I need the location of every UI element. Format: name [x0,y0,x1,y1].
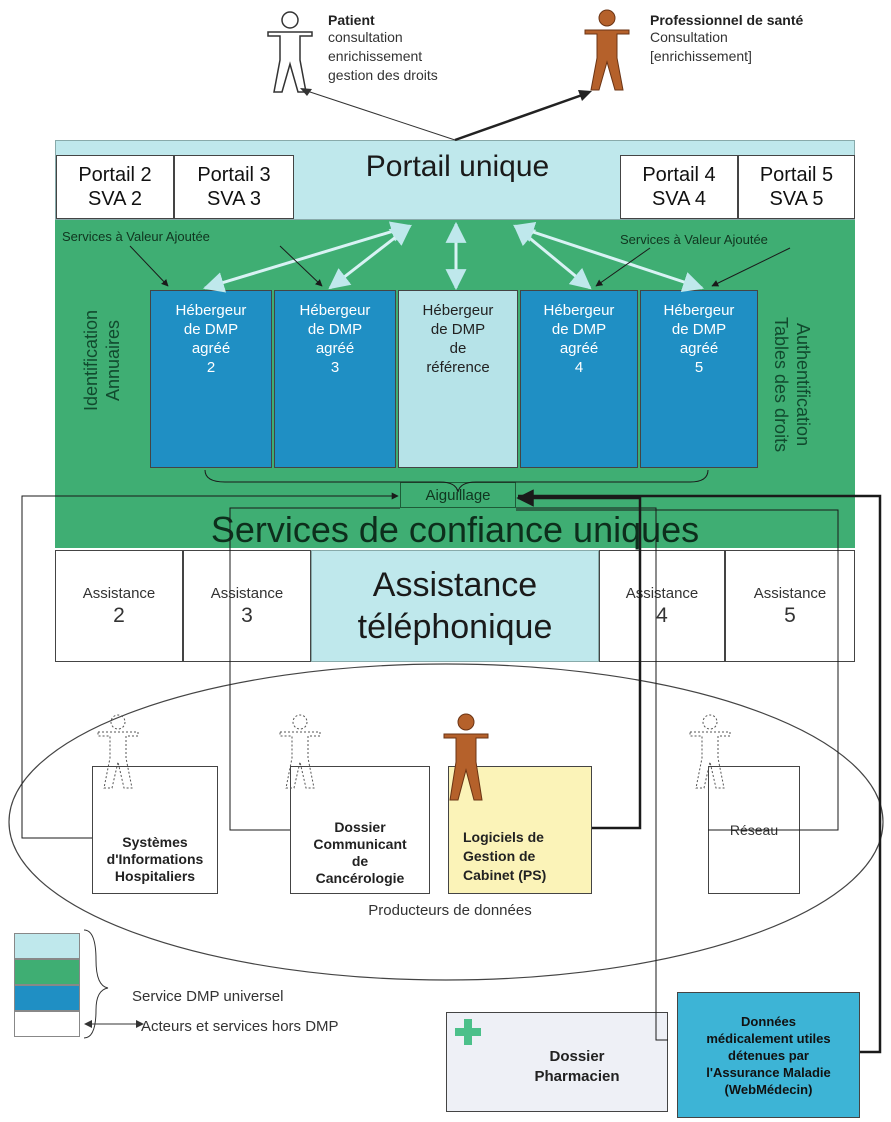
pharmacy-line: Dossier [549,1048,605,1065]
producer-line: Gestion de [463,848,536,864]
producer-dcc: Dossier Communicant de Cancérologie [290,766,430,894]
host-line: 4 [574,359,584,376]
producer-line: Logiciels de [463,829,544,845]
insurance-line: l'Assurance Maladie [706,1064,831,1080]
host-line: agréé [559,340,599,357]
producer-line: de [351,853,369,869]
sva-right-label: Services à Valeur Ajoutée [620,232,768,247]
assistance-main-label: Assistance [372,566,538,604]
host-2: Hébergeur de DMP agréé 2 [150,290,272,468]
portal-2-sva: SVA 2 [87,188,143,210]
host-line: agréé [191,340,231,357]
host-line: référence [426,359,490,376]
professional-description: Professionnel de santé Consultation [enr… [650,12,803,66]
patient-line: enrichissement [328,48,423,64]
sva-left-label: Services à Valeur Ajoutée [62,229,210,244]
aiguillage-switch: Aiguillage [400,482,516,508]
patient-line: consultation [328,29,403,45]
portal-3-name: Portail 3 [197,164,271,186]
producers-ellipse [8,663,884,981]
portal-5-sva: SVA 5 [769,188,824,210]
host-line: de DMP [430,321,486,338]
host-line: 2 [206,359,216,376]
professional-title: Professionnel de santé [650,12,804,28]
insurance-data-box: Données médicalement utiles détenues par… [677,992,860,1118]
portal-4-name: Portail 4 [642,164,716,186]
legend-swatch-blue [14,985,80,1011]
legend-universal-label: Service DMP universel [132,988,284,1005]
pharmacy-line: Pharmacien [534,1068,620,1085]
portal-5-name: Portail 5 [759,164,834,186]
portal-2: Portail 2 SVA 2 [56,155,174,219]
portal-3: Portail 3 SVA 3 [174,155,294,219]
portail-unique: Portail unique [365,150,550,183]
host-line: 3 [330,359,340,376]
insurance-line: détenues par [728,1047,809,1063]
legend-swatch-light [14,933,80,959]
producer-line: Communicant [313,836,407,852]
pharmacy-cross-icon [455,1019,481,1045]
producer-line: Cancérologie [315,870,405,886]
host-line: agréé [679,340,719,357]
legend-swatch-white [14,1011,80,1037]
professional-line: [enrichissement] [650,48,752,64]
legend-swatch-green [14,959,80,985]
insurance-line: Données [741,1013,796,1029]
producer-line: Cabinet (PS) [463,867,547,883]
producer-line: Dossier [334,819,386,835]
host-line: Hébergeur [663,302,735,319]
authentification-text: Authentification [793,323,813,447]
patient-line: gestion des droits [328,67,438,83]
host-line: 5 [694,359,704,376]
host-4: Hébergeur de DMP agréé 4 [520,290,638,468]
professional-figure [584,9,630,91]
producer-line: Hospitaliers [114,868,196,884]
host-line: de DMP [183,321,239,338]
host-line: Hébergeur [175,302,247,319]
portal-3-sva: SVA 3 [206,188,262,210]
professional-line: Consultation [650,29,728,45]
insurance-line: (WebMédecin) [724,1081,813,1097]
host-reference: Hébergeur de DMP de référence [398,290,518,468]
portal-2-name: Portail 2 [78,164,152,186]
producer-sih: Systèmes d'Informations Hospitaliers [92,766,218,894]
host-line: Hébergeur [543,302,615,319]
portal-4: Portail 4 SVA 4 [620,155,738,219]
host-line: de [449,340,467,357]
droits-text: Tables des droits [771,317,791,453]
host-line: Hébergeur [299,302,371,319]
producers-caption: Producteurs de données [368,901,532,919]
host-line: de DMP [307,321,363,338]
host-line: Hébergeur [422,302,494,319]
host-5: Hébergeur de DMP agréé 5 [640,290,758,468]
patient-title: Patient [328,12,375,28]
host-line: de DMP [671,321,727,338]
producer-line: d'Informations [106,851,204,867]
host-line: de DMP [551,321,607,338]
patient-description: Patient consultation enrichissement gest… [328,12,438,85]
host-3: Hébergeur de DMP agréé 3 [274,290,396,468]
producer-reseau: Réseau [708,766,800,894]
portal-4-sva: SVA 4 [651,188,707,210]
portal-5: Portail 5 SVA 5 [738,155,855,219]
producer-lgc: Logiciels de Gestion de Cabinet (PS) [448,766,592,894]
authentification-label: Authentification Tables des droits [770,285,814,485]
patient-figure [267,11,313,93]
producer-line: Systèmes [122,834,188,850]
trust-services-title: Services de confiance uniques [210,509,700,550]
insurance-line: médicalement utiles [706,1030,831,1046]
legend-outside-label: Acteurs et services hors DMP [141,1018,339,1035]
pharmacy-box: Dossier Pharmacien [446,1012,668,1112]
host-line: agréé [315,340,355,357]
